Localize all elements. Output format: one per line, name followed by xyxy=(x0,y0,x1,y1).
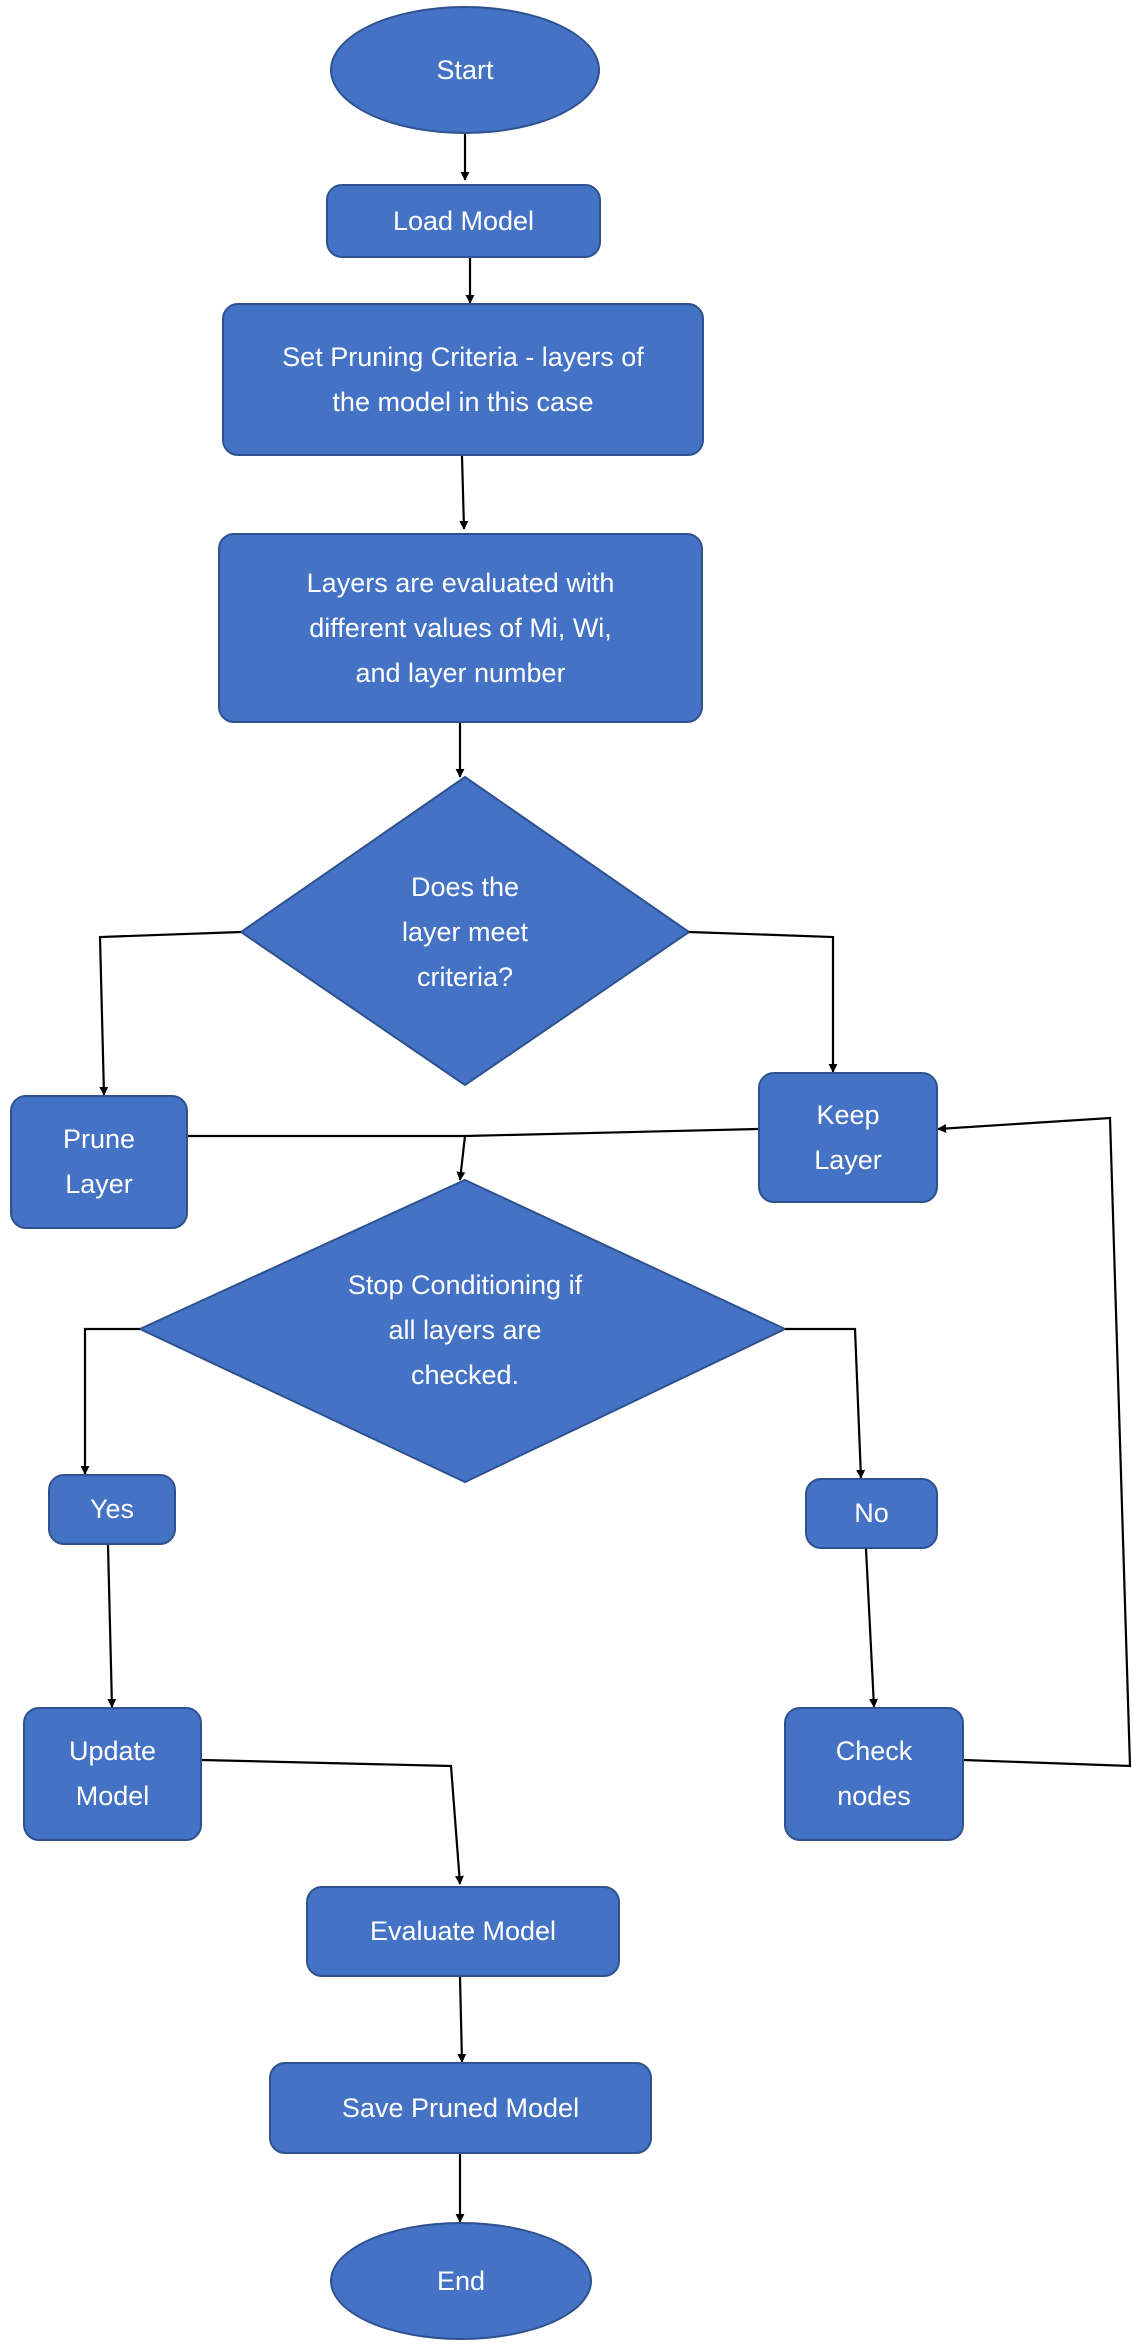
edge-check-nodes-to-keep-layer xyxy=(937,1116,1132,1768)
update-model-node: Update Model xyxy=(23,1707,202,1841)
decision-criteria-shape xyxy=(239,775,691,1087)
no-node: No xyxy=(805,1478,938,1549)
edge-yes-to-update-model xyxy=(106,1544,117,1708)
evaluate-model-node: Evaluate Model xyxy=(306,1886,620,1977)
yes-node: Yes xyxy=(48,1474,176,1545)
prune-layer-node: Prune Layer xyxy=(10,1095,188,1229)
keep-layer-node: Keep Layer xyxy=(758,1072,938,1203)
edge-update-model-to-evaluate-model xyxy=(201,1758,464,1885)
edge-decision-criteria-to-keep-layer xyxy=(688,930,838,1073)
edge-decision-criteria-to-prune-layer xyxy=(98,930,242,1096)
decision-criteria-label: Does the layer meet criteria? xyxy=(401,871,529,992)
edge-prune-layer-to-decision-stop xyxy=(188,1134,467,1181)
edge-decision-stop-to-no xyxy=(785,1327,866,1479)
load-model-node: Load Model xyxy=(326,184,601,258)
set-criteria-node: Set Pruning Criteria - layers of the mod… xyxy=(222,303,704,456)
decision-stop-shape xyxy=(137,1178,788,1484)
edge-evaluate-model-to-save-model xyxy=(457,1976,467,2063)
edge-decision-stop-to-yes xyxy=(80,1327,140,1475)
edge-no-to-check-nodes xyxy=(864,1548,879,1708)
evaluate-layers-node: Layers are evaluated with different valu… xyxy=(218,533,703,723)
check-nodes-node: Check nodes xyxy=(784,1707,964,1841)
decision-stop-label: Stop Conditioning if all layers are chec… xyxy=(347,1269,583,1390)
save-pruned-model-node: Save Pruned Model xyxy=(269,2062,652,2154)
start-node: Start xyxy=(330,6,600,134)
end-node: End xyxy=(330,2222,592,2340)
edge-set-criteria-to-evaluate-layers xyxy=(459,455,469,530)
edge-keep-layer-to-decision-stop xyxy=(464,1127,759,1138)
